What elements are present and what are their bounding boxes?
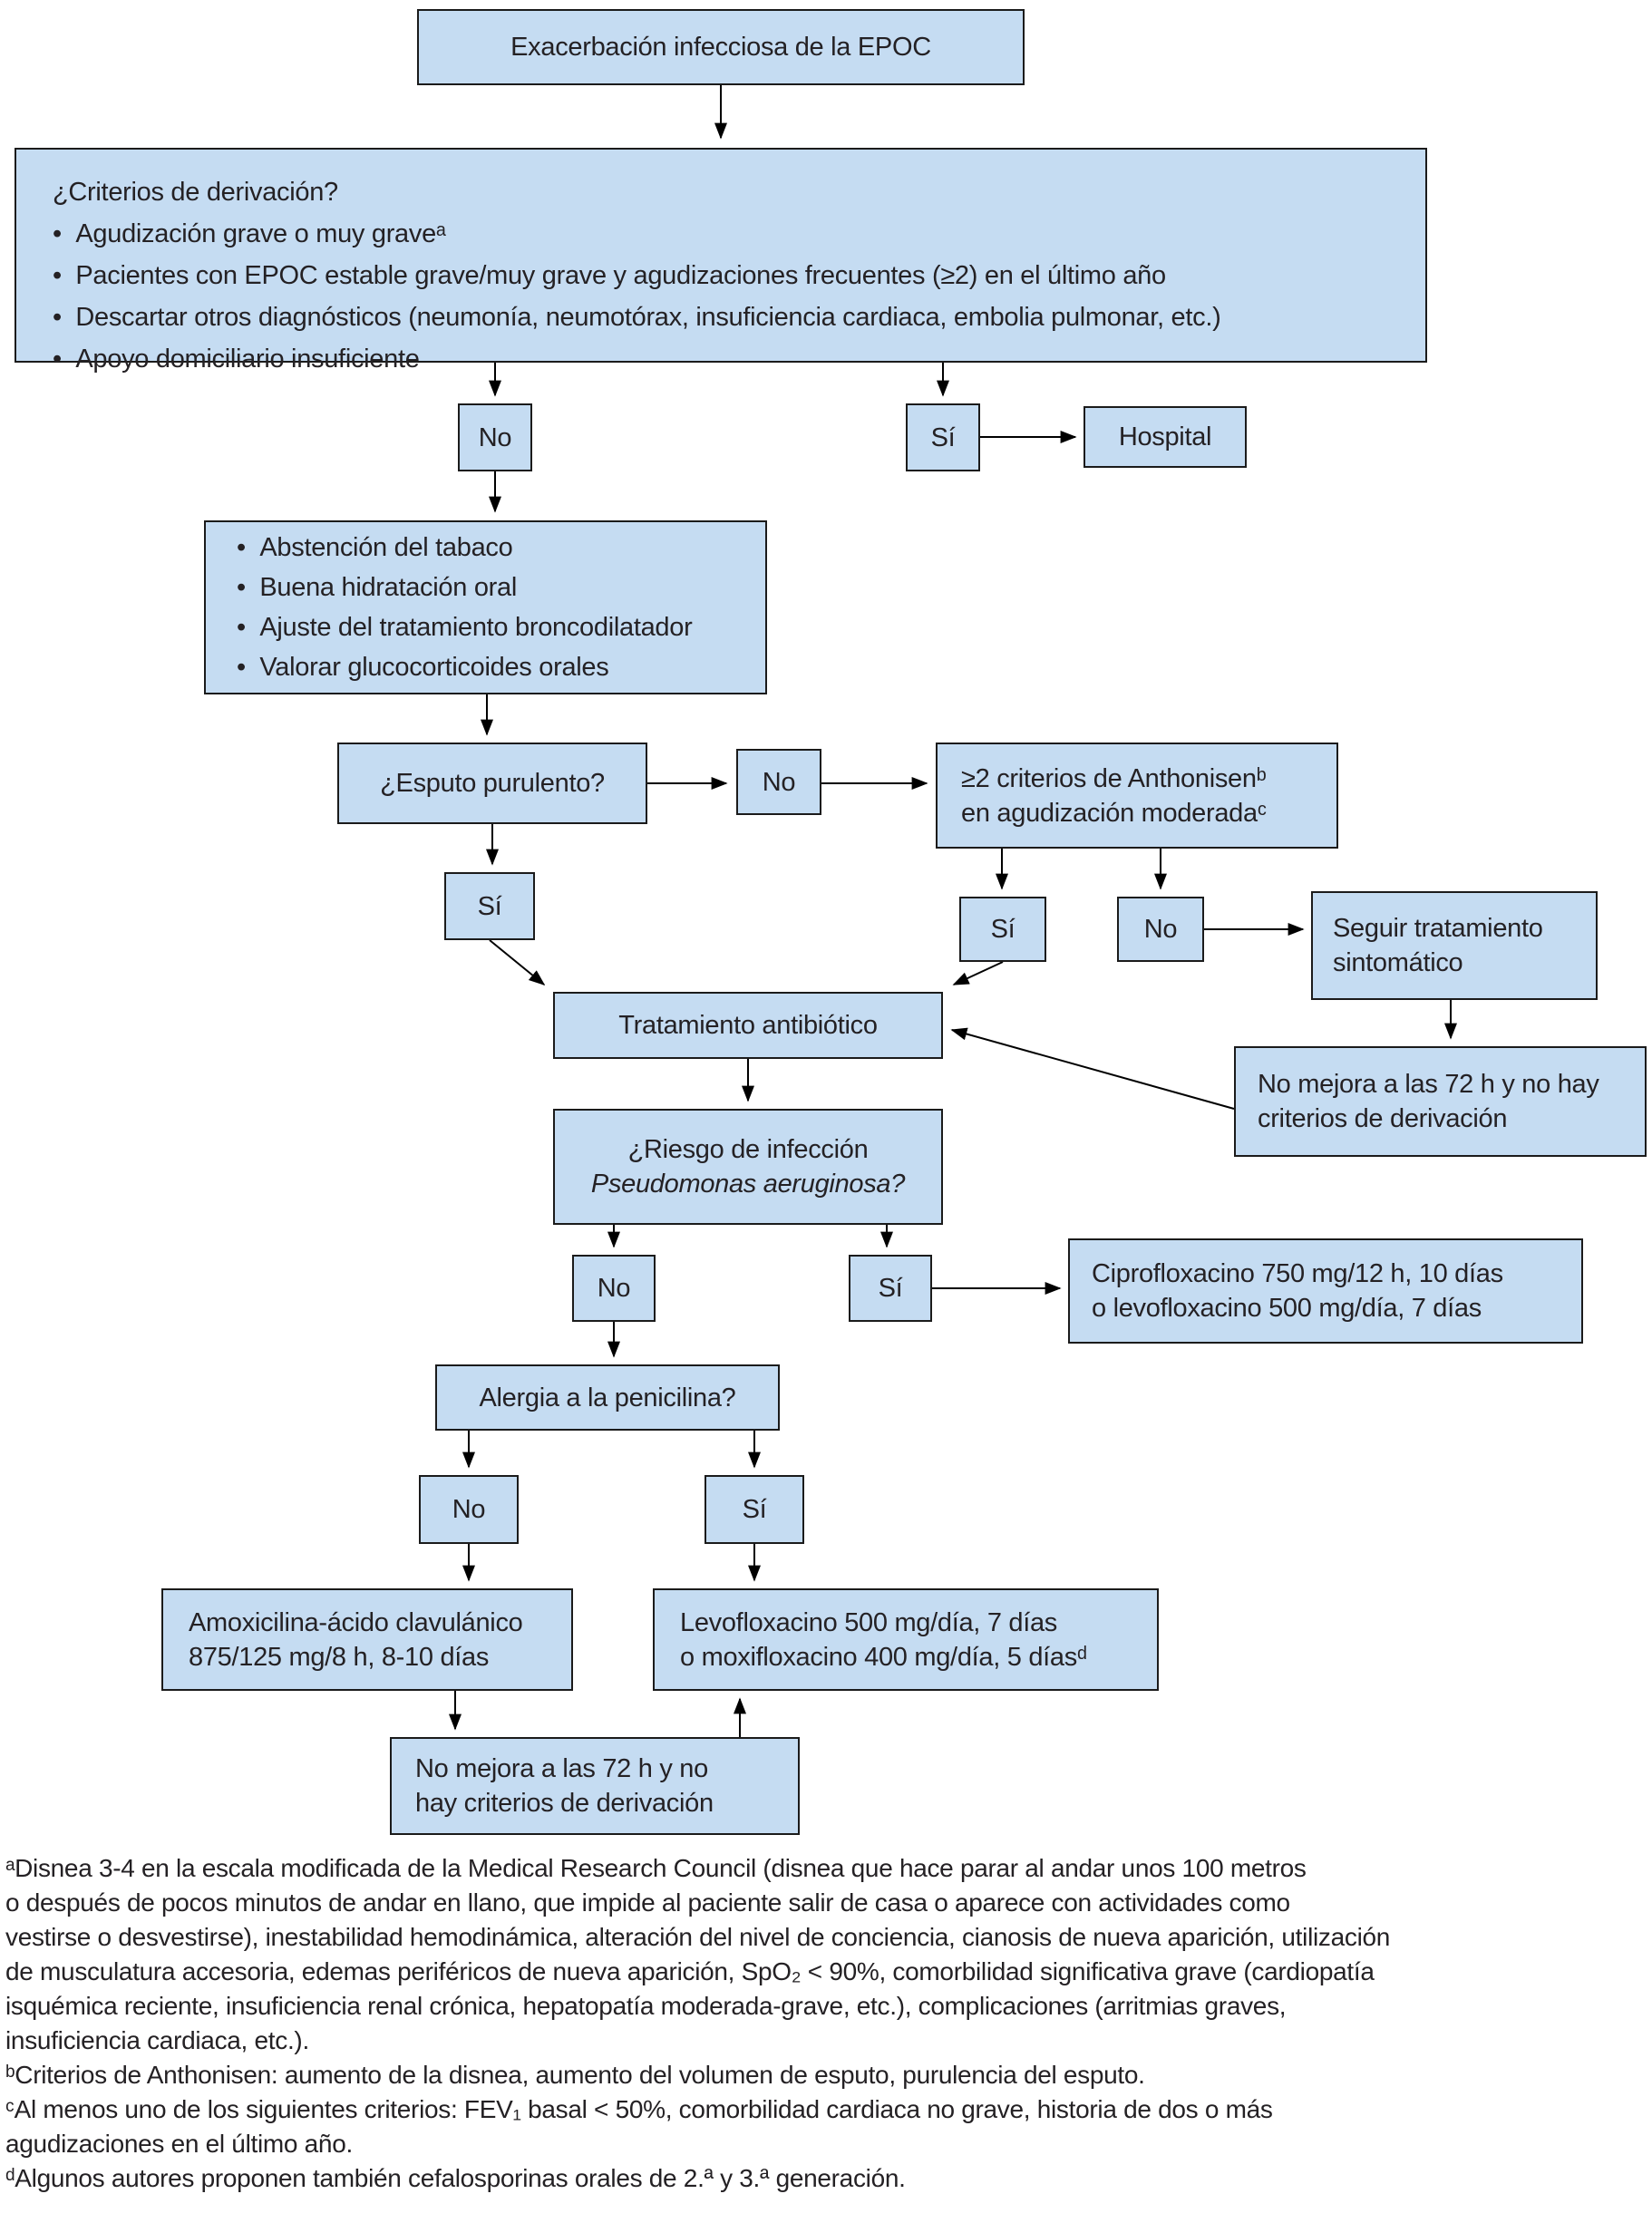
ciprofloxacin-line-1: Ciprofloxacino 750 mg/12 h, 10 días bbox=[1092, 1259, 1503, 1288]
yes-allergy-label: Sí bbox=[742, 1495, 767, 1524]
pseudomonas-line-1: ¿Riesgo de infección bbox=[627, 1135, 869, 1164]
no-improvement-right-line-1: No mejora a las 72 h y no hay bbox=[1258, 1070, 1599, 1099]
allergy-label: Alergia a la penicilina? bbox=[479, 1383, 736, 1412]
footnote-line: isquémica reciente, insuficiencia renal … bbox=[5, 1992, 1287, 2020]
node-antibiotic-treatment: Tratamiento antibiótico bbox=[553, 992, 943, 1059]
arrow-yes2-antibiotic bbox=[489, 939, 546, 986]
anthonisen-line-2: en agudización moderadaᶜ bbox=[961, 798, 1267, 828]
arrow-noimprove-antibiotic bbox=[950, 1027, 1235, 1110]
node-referral-criteria: ¿Criterios de derivación? Agudización gr… bbox=[15, 148, 1427, 374]
node-yes-allergy: Sí bbox=[705, 1475, 804, 1544]
amoxicillin-line-2: 875/125 mg/8 h, 8-10 días bbox=[189, 1642, 490, 1672]
footnote-line: de musculatura accesoria, edemas perifér… bbox=[5, 1957, 1375, 1985]
node-yes-referral: Sí bbox=[906, 403, 980, 471]
node-pseudomonas-risk: ¿Riesgo de infección Pseudomonas aerugin… bbox=[553, 1109, 943, 1225]
node-hospital: Hospital bbox=[1084, 406, 1247, 468]
footnote-line: ᵈAlgunos autores proponen también cefalo… bbox=[5, 2164, 906, 2192]
no-improvement-right-line-2: criterios de derivación bbox=[1258, 1104, 1508, 1133]
pseudomonas-line-2: Pseudomonas aeruginosa? bbox=[590, 1170, 906, 1199]
criteria-bullet-4: Apoyo domiciliario insuficiente bbox=[53, 338, 419, 380]
footnotes-block: ᵃDisnea 3-4 en la escala modificada de l… bbox=[5, 1851, 1647, 2196]
symptomatic-line-2: sintomático bbox=[1333, 948, 1463, 977]
no-pseudomonas-label: No bbox=[597, 1274, 631, 1303]
care-bullet-2: Buena hidratación oral bbox=[237, 568, 517, 607]
footnote-line: insuficiencia cardiaca, etc.). bbox=[5, 2026, 309, 2054]
care-bullet-3: Ajuste del tratamiento broncodilatador bbox=[237, 607, 692, 647]
node-no-sputum: No bbox=[736, 749, 821, 815]
symptomatic-line-1: Seguir tratamiento bbox=[1333, 914, 1543, 943]
footnote-line: agudizaciones en el último año. bbox=[5, 2130, 353, 2158]
node-no-pseudomonas: No bbox=[572, 1255, 656, 1322]
node-yes-anthonisen: Sí bbox=[959, 897, 1046, 962]
no-anthonisen-label: No bbox=[1143, 915, 1178, 944]
node-amoxicillin: Amoxicilina-ácido clavulánico 875/125 mg… bbox=[161, 1588, 573, 1691]
no-referral-label: No bbox=[478, 422, 512, 452]
antibiotic-label: Tratamiento antibiótico bbox=[618, 1011, 878, 1040]
arrow-yes3-antibiotic bbox=[952, 961, 1004, 985]
no-sputum-label: No bbox=[762, 767, 796, 797]
node-levofloxacin: Levofloxacino 500 mg/día, 7 días o moxif… bbox=[653, 1588, 1159, 1691]
yes-anthonisen-label: Sí bbox=[990, 915, 1015, 944]
node-general-care: Abstención del tabaco Buena hidratación … bbox=[204, 520, 767, 694]
amoxicillin-line-1: Amoxicilina-ácido clavulánico bbox=[189, 1607, 523, 1637]
yes-referral-label: Sí bbox=[930, 422, 956, 452]
node-no-allergy: No bbox=[419, 1475, 519, 1544]
node-symptomatic-treatment: Seguir tratamiento sintomático bbox=[1311, 891, 1598, 1000]
criteria-bullet-3: Descartar otros diagnósticos (neumonía, … bbox=[53, 296, 1220, 338]
ciprofloxacin-line-2: o levofloxacino 500 mg/día, 7 días bbox=[1092, 1294, 1482, 1323]
criteria-title: ¿Criterios de derivación? bbox=[53, 178, 338, 207]
levofloxacin-line-2: o moxifloxacino 400 mg/día, 5 díasᵈ bbox=[680, 1642, 1087, 1672]
yes-sputum-label: Sí bbox=[477, 891, 502, 921]
node-no-referral: No bbox=[458, 403, 532, 471]
footnote-line: ᵇCriterios de Anthonisen: aumento de la … bbox=[5, 2061, 1145, 2089]
criteria-bullet-1: Agudización grave o muy graveᵃ bbox=[53, 213, 445, 255]
no-improvement-bottom-line-1: No mejora a las 72 h y no bbox=[415, 1754, 708, 1783]
node-no-improvement-right: No mejora a las 72 h y no hay criterios … bbox=[1234, 1046, 1647, 1157]
node-no-improvement-bottom: No mejora a las 72 h y no hay criterios … bbox=[390, 1737, 800, 1835]
node-yes-pseudomonas: Sí bbox=[849, 1255, 932, 1322]
node-penicillin-allergy: Alergia a la penicilina? bbox=[435, 1364, 780, 1431]
criteria-bullet-2: Pacientes con EPOC estable grave/muy gra… bbox=[53, 255, 1166, 296]
node-start-label: Exacerbación infecciosa de la EPOC bbox=[510, 33, 931, 62]
care-bullet-1: Abstención del tabaco bbox=[237, 528, 512, 568]
sputum-label: ¿Esputo purulento? bbox=[380, 769, 605, 798]
yes-pseudomonas-label: Sí bbox=[878, 1274, 903, 1303]
footnote-line: ᶜAl menos uno de los siguientes criterio… bbox=[5, 2095, 1273, 2123]
node-anthonisen: ≥2 criterios de Anthonisenᵇ en agudizaci… bbox=[936, 743, 1338, 849]
node-purulent-sputum: ¿Esputo purulento? bbox=[337, 743, 647, 824]
node-ciprofloxacin: Ciprofloxacino 750 mg/12 h, 10 días o le… bbox=[1068, 1238, 1583, 1344]
node-yes-sputum: Sí bbox=[444, 872, 535, 940]
footnote-line: o después de pocos minutos de andar en l… bbox=[5, 1888, 1290, 1917]
node-start: Exacerbación infecciosa de la EPOC bbox=[417, 9, 1025, 85]
footnote-line: vestirse o desvestirse), inestabilidad h… bbox=[5, 1923, 1391, 1951]
hospital-label: Hospital bbox=[1118, 422, 1212, 451]
care-bullet-4: Valorar glucocorticoides orales bbox=[237, 647, 608, 687]
no-improvement-bottom-line-2: hay criterios de derivación bbox=[415, 1789, 714, 1818]
anthonisen-line-1: ≥2 criterios de Anthonisenᵇ bbox=[961, 763, 1267, 793]
node-no-anthonisen: No bbox=[1117, 897, 1204, 962]
footnote-line: ᵃDisnea 3-4 en la escala modificada de l… bbox=[5, 1854, 1307, 1882]
levofloxacin-line-1: Levofloxacino 500 mg/día, 7 días bbox=[680, 1607, 1058, 1637]
no-allergy-label: No bbox=[452, 1495, 486, 1524]
